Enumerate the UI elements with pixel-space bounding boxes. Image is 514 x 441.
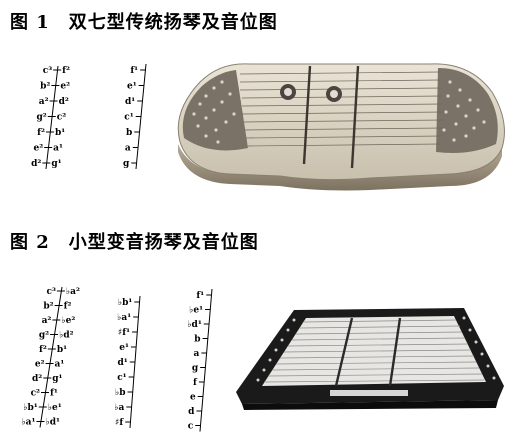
note-label-left: b² <box>43 302 53 312</box>
note-label-right: f² <box>64 302 72 312</box>
note-label: g <box>192 364 199 374</box>
note-label-right: ♭d¹ <box>45 418 60 428</box>
note-label-left: c³ <box>46 287 55 297</box>
note-label: c¹ <box>117 373 126 383</box>
note-label: ♯f¹ <box>118 328 130 338</box>
note-label-right: ♭e¹ <box>48 403 62 413</box>
note-label: e <box>190 393 196 403</box>
note-label: ♭a <box>114 403 124 413</box>
figure-1-right-bridge-diagram: f¹ e¹ d¹ c¹ bag <box>123 63 147 170</box>
note-label: f¹ <box>130 66 138 76</box>
note-label: b <box>194 335 200 345</box>
note-label-right: ♭d² <box>59 331 74 341</box>
note-label: a <box>125 144 131 154</box>
note-label-right: a¹ <box>55 360 65 370</box>
note-label: f <box>193 378 198 388</box>
note-label-right: b¹ <box>57 345 67 355</box>
note-label: g <box>123 159 130 169</box>
figure-2-left-bridge-diagram: c³ ♭a² b² f² a² ♭e² g² ♭d² f² b¹ e² a¹ d² g¹ c² f¹ ♭b¹ ♭e… <box>21 286 80 428</box>
note-label-left: a² <box>39 97 49 107</box>
note-label-left: ♭a¹ <box>21 418 35 428</box>
note-label-left: c² <box>31 389 40 399</box>
figure-2-caption: 图 2 小型变音扬琴及音位图 <box>10 232 259 253</box>
note-label: d¹ <box>118 358 128 368</box>
note-label-right: e² <box>60 82 70 92</box>
note-label-left: f² <box>39 345 47 355</box>
note-label-right: ♭e² <box>61 316 75 326</box>
note-label: f¹ <box>196 291 204 301</box>
note-label-left: c³ <box>43 66 52 76</box>
note-label: e¹ <box>119 343 129 353</box>
figure-1-caption: 图 1 双七型传统扬琴及音位图 <box>10 12 278 33</box>
note-label-left: b² <box>40 82 50 92</box>
hammered-dulcimer-small-chromatic-icon <box>236 308 504 410</box>
bridge-line <box>129 295 141 429</box>
note-label-right: b¹ <box>55 128 65 138</box>
note-label-right: ♭a² <box>66 287 80 297</box>
note-label: c¹ <box>124 113 133 123</box>
note-label: ♭e¹ <box>189 306 203 316</box>
note-label: ♭d¹ <box>187 320 202 330</box>
note-label-right: c² <box>57 113 66 123</box>
note-label: ♯f <box>115 418 124 428</box>
note-label: b <box>126 128 132 138</box>
note-label-right: f² <box>62 66 70 76</box>
note-label-left: f² <box>37 128 45 138</box>
figure-1-left-bridge-diagram: c³ f² b² e² a² d² g² c² f² b¹ e² a¹ d² g¹ <box>31 65 70 170</box>
note-label-left: e² <box>33 144 43 154</box>
bridge-line <box>199 288 213 432</box>
bridge-line <box>135 63 147 170</box>
note-label-left: a² <box>42 316 52 326</box>
note-label-right: d² <box>59 97 69 107</box>
hammered-dulcimer-traditional-icon <box>177 63 505 191</box>
note-label-right: a¹ <box>53 144 63 154</box>
note-label: d <box>188 407 195 417</box>
note-label: d¹ <box>125 97 135 107</box>
note-label: ♭b¹ <box>118 298 133 308</box>
note-label-left: g² <box>37 113 47 123</box>
note-label-left: d² <box>31 159 41 169</box>
note-label-left: e² <box>35 360 45 370</box>
note-label-left: g² <box>39 331 49 341</box>
note-label-left: ♭b¹ <box>23 403 38 413</box>
note-label-right: g¹ <box>52 374 62 384</box>
note-label: ♭a¹ <box>117 313 131 323</box>
note-label-right: g¹ <box>51 159 61 169</box>
figure-2-middle-bridge-diagram: ♭b¹ ♭a¹ ♯f¹ e¹ d¹ c¹ ♭b ♭a ♯f <box>114 295 141 429</box>
bridge-line <box>45 65 59 170</box>
bridge-line <box>39 286 63 428</box>
note-label: c <box>188 422 194 432</box>
note-label: e¹ <box>127 82 137 92</box>
note-label-right: f¹ <box>50 389 58 399</box>
note-label: ♭b <box>115 388 126 398</box>
note-label: a <box>194 349 200 359</box>
note-label-left: d² <box>32 374 42 384</box>
